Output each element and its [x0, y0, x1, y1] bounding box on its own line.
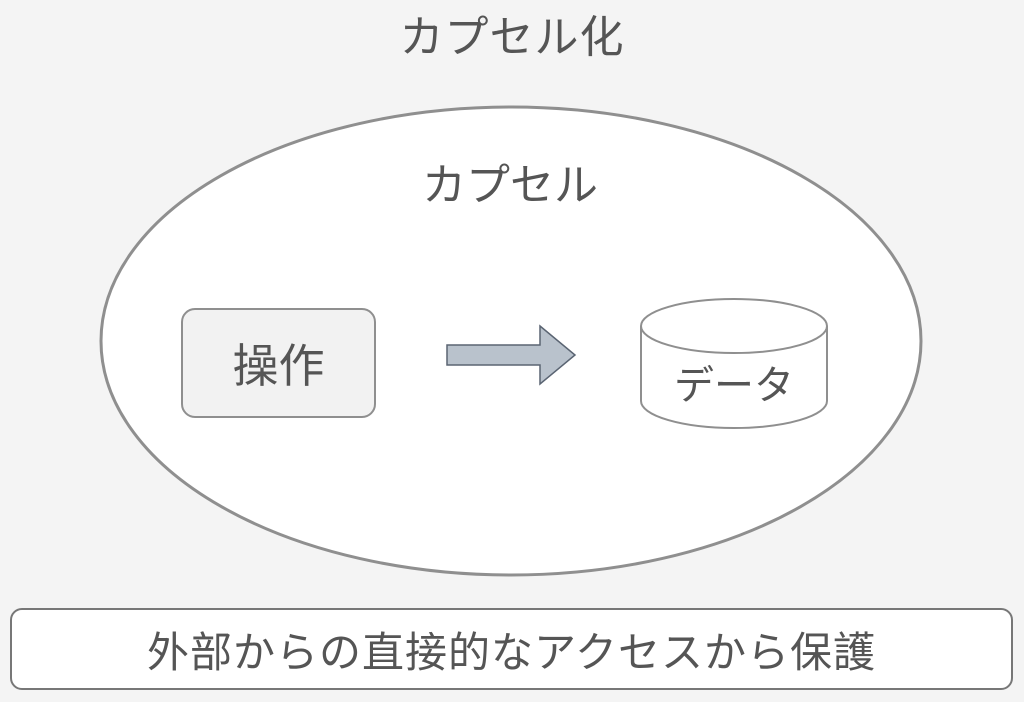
footer-caption: 外部からの直接的なアクセスから保護 [147, 627, 876, 677]
arrow-icon [446, 324, 577, 386]
operation-box: 操作 [181, 308, 376, 418]
database-cylinder-icon [640, 298, 828, 429]
footer-caption-box: 外部からの直接的なアクセスから保護 [10, 608, 1013, 690]
capsule-ellipse [99, 105, 923, 577]
capsule-label: カプセル [422, 160, 598, 211]
data-label: データ [674, 363, 794, 409]
diagram-title: カプセル化 [399, 12, 625, 63]
operation-label: 操作 [232, 339, 325, 393]
